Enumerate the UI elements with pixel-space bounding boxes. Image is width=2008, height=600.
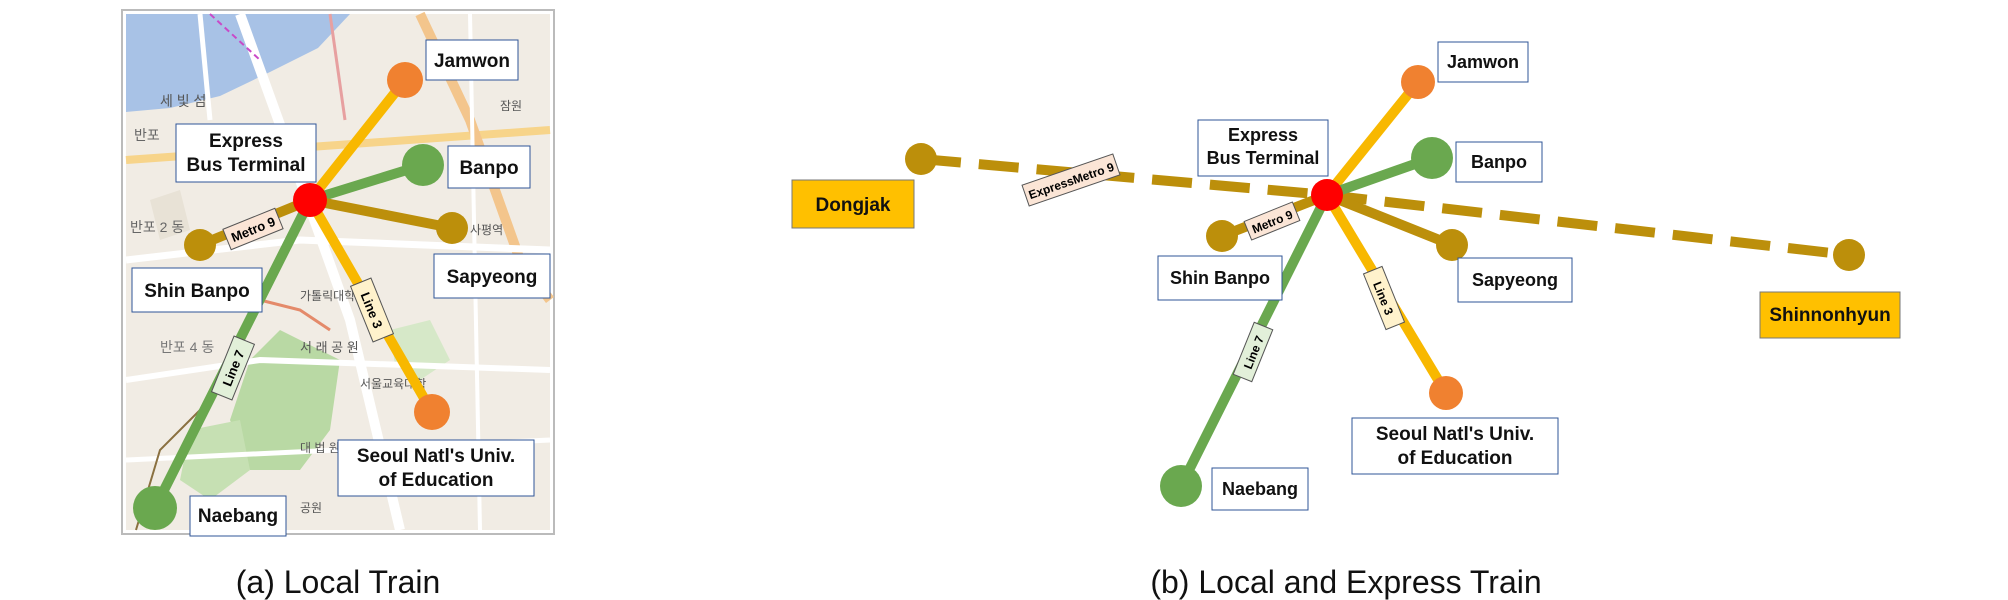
label-seoul-natl-b: Seoul Natl's Univ. of Education [1351, 417, 1559, 475]
label-seoul-natl-line1: Seoul Natl's Univ. [357, 446, 515, 467]
label-shinnonhyun: Shinnonhyun [1759, 291, 1901, 339]
metro9-b-segment-b [1322, 190, 1457, 250]
station-naebang-b [1160, 465, 1202, 507]
label-sapyeong-a: Sapyeong [433, 253, 551, 299]
panel-a-stations [133, 62, 468, 530]
express-metro9-segment-b [1326, 190, 1850, 260]
map-text-banpo4: 반포 4 동 [160, 339, 214, 355]
metro9-segment-b [305, 195, 457, 233]
map-text-catholic: 가톨릭대학 [300, 289, 355, 303]
label-naebang-text: Naebang [198, 506, 278, 527]
label-naebang-b-text: Naebang [1222, 479, 1298, 499]
tag-line3-b: Line 3 [1362, 265, 1406, 331]
station-banpo [402, 144, 444, 186]
line3-segment-a [305, 75, 410, 205]
express-metro9-segment-a [920, 154, 1328, 200]
map-text-banpo: 반포 [134, 127, 160, 143]
label-jamwon-text: Jamwon [434, 51, 510, 72]
tag-line7: Line 7 [210, 335, 256, 401]
label-jamwon-a: Jamwon [425, 39, 519, 81]
map-text-sapyeong: 사평역 [470, 223, 503, 237]
station-banpo-b [1411, 137, 1453, 179]
station-seoul-natl-b [1429, 376, 1463, 410]
map-text-court: 대 법 원 [300, 441, 340, 455]
label-seoul-natl-b-line2: of Education [1397, 448, 1512, 469]
station-shin-banpo-b [1206, 220, 1238, 252]
label-banpo-b: Banpo [1455, 141, 1543, 183]
caption-b: (b) Local and Express Train [1150, 564, 1541, 600]
station-dongjak [905, 143, 937, 175]
tag-metro9-b: Metro 9 [1243, 201, 1301, 241]
station-sapyeong [436, 212, 468, 244]
tag-line7-b: Line 7 [1232, 321, 1274, 383]
panel-b: ExpressMetro 9 Metro 9 Line 3 Line 7 Don… [791, 41, 1901, 600]
label-shin-banpo-text: Shin Banpo [144, 281, 250, 302]
label-sapyeong-text: Sapyeong [447, 267, 538, 288]
hub-b-label-line1: Express [1228, 125, 1298, 145]
label-jamwon-b: Jamwon [1437, 41, 1529, 83]
label-shinnonhyun-text: Shinnonhyun [1769, 305, 1890, 326]
map-text-seorae: 서 래 공 원 [300, 340, 359, 355]
label-hub-a: Express Bus Terminal [175, 123, 317, 183]
label-dongjak-text: Dongjak [816, 195, 891, 216]
label-seoul-natl-a: Seoul Natl's Univ. of Education [337, 439, 535, 497]
label-naebang-b: Naebang [1211, 467, 1309, 511]
map-text-jamwon: 잠원 [500, 99, 522, 113]
label-seoul-natl-line2: of Education [378, 470, 493, 491]
map-text-park: 공원 [300, 501, 322, 515]
station-jamwon [387, 62, 423, 98]
label-sapyeong-b-text: Sapyeong [1472, 270, 1558, 290]
label-banpo-b-text: Banpo [1471, 152, 1527, 172]
label-naebang-a: Naebang [189, 495, 287, 537]
label-shin-banpo-b: Shin Banpo [1157, 255, 1283, 301]
hub-label-line2: Bus Terminal [187, 155, 306, 176]
station-sapyeong-b [1436, 229, 1468, 261]
map-text-sebitseom: 세 빛 섬 [160, 93, 206, 109]
map-text-banpo2: 반포 2 동 [130, 219, 184, 235]
label-shin-banpo-a: Shin Banpo [131, 267, 263, 313]
station-naebang [133, 486, 177, 530]
hub-express-bus-terminal [293, 183, 327, 217]
tag-express-metro9: ExpressMetro 9 [1021, 153, 1121, 207]
label-dongjak: Dongjak [791, 179, 915, 229]
label-banpo-text: Banpo [459, 158, 518, 179]
panel-a: 세 빛 섬 반포 반포 2 동 반포 4 동 서 래 공 원 대 법 원 서울교… [121, 9, 555, 600]
station-shin-banpo [184, 229, 216, 261]
caption-a: (a) Local Train [236, 564, 441, 600]
hub-b-label-line2: Bus Terminal [1207, 148, 1320, 168]
label-jamwon-b-text: Jamwon [1447, 52, 1519, 72]
label-seoul-natl-b-line1: Seoul Natl's Univ. [1376, 424, 1534, 445]
station-shinnonhyun [1833, 239, 1865, 271]
label-hub-b: Express Bus Terminal [1197, 119, 1329, 177]
label-shin-banpo-b-text: Shin Banpo [1170, 268, 1270, 288]
label-banpo-a: Banpo [447, 145, 531, 189]
line3-b-segment-a [1322, 77, 1423, 200]
hub-express-bus-terminal-b [1311, 179, 1343, 211]
station-seoul-natl [414, 394, 450, 430]
station-jamwon-b [1401, 65, 1435, 99]
hub-label-line1: Express [209, 131, 283, 152]
label-sapyeong-b: Sapyeong [1457, 257, 1573, 303]
